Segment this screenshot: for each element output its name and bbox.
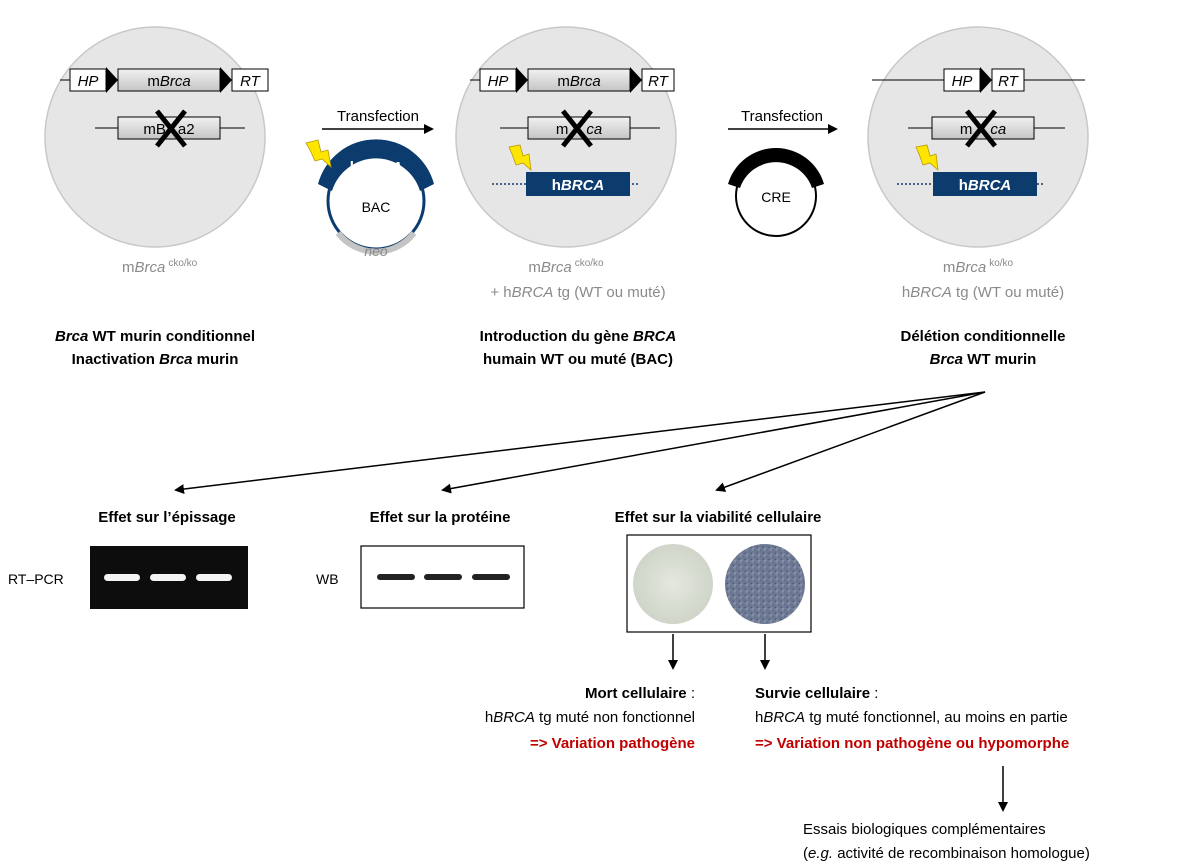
death-description: hBRCA tg muté non fonctionnel (485, 709, 695, 726)
followup-line-2: (e.g. activité de recombinaison homologu… (803, 845, 1090, 862)
cre-plasmid: CRE (728, 147, 824, 237)
transfection-2: Transfection CRE (728, 108, 838, 237)
loxp-triangle-icon (106, 67, 118, 93)
rt-box (231, 68, 269, 92)
protein-title: Effet sur la protéine (370, 509, 511, 526)
hp-label: HP (952, 73, 973, 90)
outcome-cell-death: Mort cellulaire : hBRCA tg muté non fonc… (485, 685, 695, 752)
stage-1-title-line-2: Inactivation Brca murin (72, 351, 239, 368)
transfection-1-label: Transfection (337, 108, 419, 125)
lightning-bolt-icon (508, 144, 532, 171)
death-conclusion: => Variation pathogène (530, 735, 695, 752)
loxp-triangle-icon (630, 67, 642, 93)
wb-label: WB (316, 571, 339, 587)
rt-label: RT (240, 73, 262, 90)
cross-icon (155, 109, 187, 148)
hp-label: HP (488, 73, 509, 90)
cross-icon (965, 109, 997, 148)
loxp-triangle-icon (980, 67, 992, 93)
stage-3-title-line-1: Délétion conditionnelle (900, 328, 1065, 345)
lightning-bolt-icon (915, 144, 939, 171)
arrow-icon (441, 391, 986, 494)
dish-cell-survival (725, 544, 805, 624)
stage-3-title-line-2: Brca WT murin (930, 351, 1037, 368)
followup-line-1: Essais biologiques complémentaires (803, 821, 1046, 838)
rt-box (641, 68, 675, 92)
transfection-1: Transfection hBRCA BAC neo (305, 108, 434, 259)
hbrca-transgene-box (933, 172, 1037, 196)
hp-label: HP (78, 73, 99, 90)
viability-assay: Effet sur la viabilité cellulaire (615, 509, 822, 670)
stage-2-title-line-1: Introduction du gène BRCA (480, 328, 677, 345)
loxp-triangle-icon (516, 67, 528, 93)
assay-arrows (174, 391, 986, 495)
transfection-2-label: Transfection (741, 108, 823, 125)
gel-band (196, 574, 232, 581)
lightning-bolt-icon (305, 139, 332, 169)
gel-band (150, 574, 186, 581)
viability-title: Effet sur la viabilité cellulaire (615, 509, 822, 526)
splicing-title: Effet sur l’épissage (98, 509, 236, 526)
blot-band (377, 574, 415, 580)
genotype-3-line-2: hBRCA tg (WT ou muté) (902, 284, 1064, 301)
arrow-icon (715, 391, 986, 492)
death-heading: Mort cellulaire : (585, 685, 695, 702)
cross-icon (561, 109, 593, 148)
rt-box (991, 68, 1025, 92)
cre-label: CRE (761, 189, 791, 205)
hbrca-transgene-label: hBRCA (552, 177, 605, 194)
blot-band (472, 574, 510, 580)
neo-label: neo (364, 243, 388, 259)
stage-1-title-line-1: Brca WT murin conditionnel (55, 328, 255, 345)
mbrca-gene-label: mBrca (147, 73, 190, 90)
arrow-icon (174, 391, 986, 495)
survival-conclusion: => Variation non pathogène ou hypomorphe (755, 735, 1069, 752)
outcome-cell-survival: Survie cellulaire : hBRCA tg muté foncti… (755, 685, 1090, 862)
bac-human-gene-label: hBRCA (350, 159, 403, 176)
rt-label: RT (998, 73, 1020, 90)
mbrca-gene-label: mBrca (557, 73, 600, 90)
loxp-triangle-icon (220, 67, 232, 93)
hbrca-transgene-box (526, 172, 630, 196)
bac-label: BAC (362, 199, 391, 215)
hbrca-transgene-label: hBRCA (959, 177, 1012, 194)
splicing-assay: Effet sur l’épissage RT–PCR (8, 509, 248, 609)
protein-assay: Effet sur la protéine WB (316, 509, 525, 609)
rt-label: RT (648, 73, 670, 90)
gel-band (104, 574, 140, 581)
bac-vector: hBRCA BAC neo (318, 139, 434, 259)
blot-band (424, 574, 462, 580)
dish-cell-death (633, 544, 713, 624)
rt-pcr-label: RT–PCR (8, 571, 64, 587)
stage-2-title-line-2: humain WT ou muté (BAC) (483, 351, 673, 368)
survival-heading: Survie cellulaire : (755, 685, 878, 702)
survival-description: hBRCA tg muté fonctionnel, au moins en p… (755, 709, 1068, 726)
genotype-2-line-2: + hBRCA tg (WT ou muté) (490, 284, 665, 301)
